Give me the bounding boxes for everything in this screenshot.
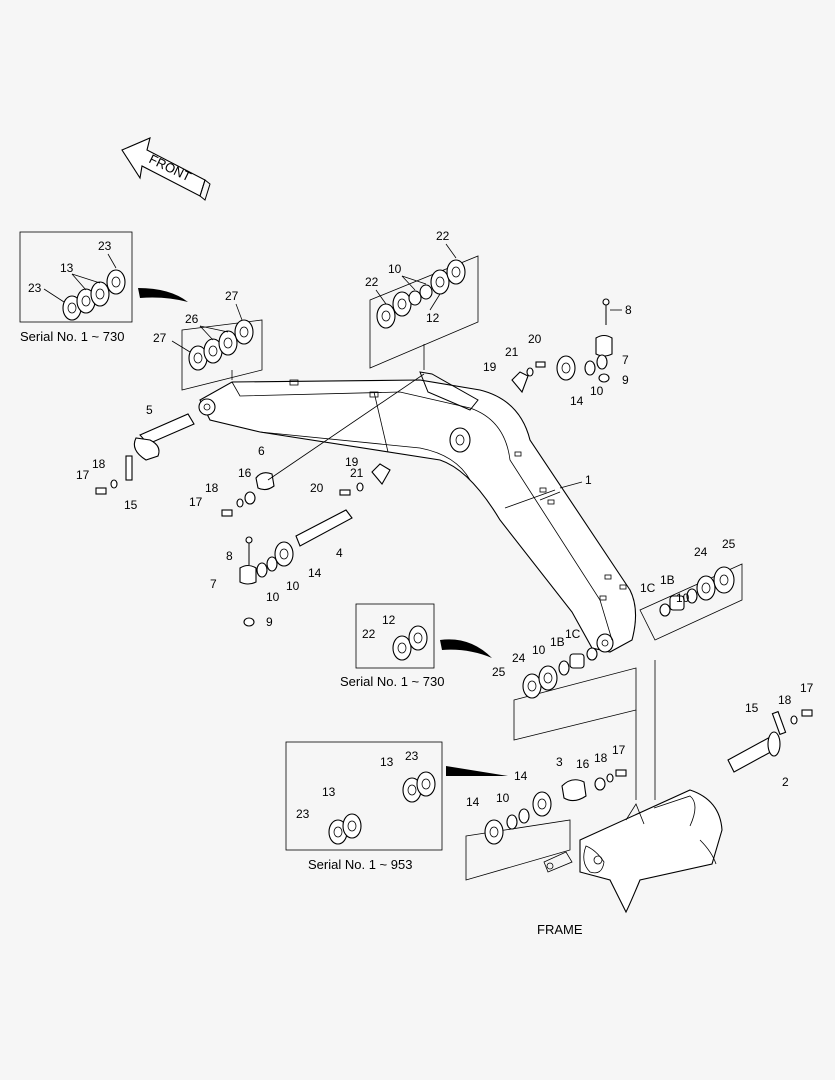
inset-box-serial-730-top: 23 13 23: [19, 231, 133, 323]
label-16b: 16: [576, 757, 590, 771]
label-14d: 14: [514, 769, 528, 783]
inset-box-serial-730-mid: 12 22: [355, 603, 435, 669]
label-22: 22: [436, 229, 450, 243]
label-25: 25: [722, 537, 736, 551]
pin-hardware-right: 8 7 9 14 10 20 21 19: [483, 298, 632, 408]
label-1B-mid: 1B: [550, 635, 565, 649]
label-12b: 12: [382, 613, 396, 627]
label-9: 9: [622, 373, 629, 387]
pin-hardware-left: 5 15 18 17 6 16 18 17 4 21 19 20 8 7 10 …: [76, 403, 391, 629]
label-18b: 18: [205, 481, 219, 495]
washer-group-25-mid: 25 24 10 1B 1C: [492, 627, 637, 800]
label-10g: 10: [496, 791, 510, 805]
label-21b: 21: [350, 466, 364, 480]
label-14c: 14: [466, 795, 480, 809]
label-3: 3: [556, 755, 563, 769]
label-8b: 8: [226, 549, 233, 563]
label-14: 14: [570, 394, 584, 408]
label-10: 10: [388, 262, 402, 276]
label-14b: 14: [308, 566, 322, 580]
label-6: 6: [258, 444, 265, 458]
label-13c: 13: [322, 785, 336, 799]
label-17: 17: [76, 468, 90, 482]
label-24: 24: [694, 545, 708, 559]
label-17d: 17: [800, 681, 814, 695]
label-1B: 1B: [660, 573, 675, 587]
inset-box-serial-953: 13 23 13 23: [285, 741, 443, 851]
washer-stack: [62, 269, 126, 321]
label-19: 19: [483, 360, 497, 374]
label-19b: 19: [345, 455, 359, 469]
label-23d: 23: [296, 807, 310, 821]
serial-label-953: Serial No. 1 ~ 953: [308, 857, 412, 872]
label-7: 7: [622, 353, 629, 367]
serial-label-730-mid: Serial No. 1 ~ 730: [340, 674, 444, 689]
label-2: 2: [782, 775, 789, 789]
label-21: 21: [505, 345, 519, 359]
label-20b: 20: [310, 481, 324, 495]
washer-group-22-top: 22 10 22 12: [365, 229, 479, 370]
label-1C: 1C: [640, 581, 656, 595]
frame-bracket: [543, 789, 723, 914]
label-10d: 10: [286, 579, 300, 593]
label-23b: 23: [28, 281, 42, 295]
label-26: 26: [185, 312, 199, 326]
front-arrow-icon: FRONT: [121, 137, 211, 201]
label-10b: 10: [590, 384, 604, 398]
label-23c: 23: [405, 749, 419, 763]
label-22c: 22: [362, 627, 376, 641]
pin-hardware-bottom: 3 16 18 17 2 15 18 17: [556, 681, 814, 802]
label-24b: 24: [512, 651, 526, 665]
label-1: 1: [585, 473, 592, 487]
label-9b: 9: [266, 615, 273, 629]
label-18d: 18: [778, 693, 792, 707]
label-5: 5: [146, 403, 153, 417]
label-10e: 10: [676, 591, 690, 605]
label-7b: 7: [210, 577, 217, 591]
label-10c: 10: [266, 590, 280, 604]
label-13b: 13: [380, 755, 394, 769]
label-15: 15: [124, 498, 138, 512]
label-18c: 18: [594, 751, 608, 765]
label-16: 16: [238, 466, 252, 480]
boom-arm: [198, 371, 637, 653]
label-10f: 10: [532, 643, 546, 657]
label-27: 27: [225, 289, 239, 303]
serial-label-730-top: Serial No. 1 ~ 730: [20, 329, 124, 344]
label-18: 18: [92, 457, 106, 471]
label-17c: 17: [612, 743, 626, 757]
label-27b: 27: [153, 331, 167, 345]
frame-label: FRAME: [537, 922, 583, 937]
label-12: 12: [426, 311, 440, 325]
label-17b: 17: [189, 495, 203, 509]
label-23: 23: [98, 239, 112, 253]
label-25b: 25: [492, 665, 506, 679]
label-13: 13: [60, 261, 74, 275]
label-4: 4: [336, 546, 343, 560]
label-8: 8: [625, 303, 632, 317]
callout-arrow-icon: [446, 766, 508, 776]
washer-group-26-27: 27 26 27: [153, 289, 263, 391]
label-20: 20: [528, 332, 542, 346]
label-15b: 15: [745, 701, 759, 715]
label-1C-mid: 1C: [565, 627, 581, 641]
label-22b: 22: [365, 275, 379, 289]
washer-group-14-bottom: 14 10 14: [465, 769, 571, 881]
washer-group-25-top: 1C 1B 10 24 25: [639, 537, 743, 800]
callout-arrow-icon: [138, 288, 188, 302]
callout-arrow-icon: [440, 639, 492, 658]
